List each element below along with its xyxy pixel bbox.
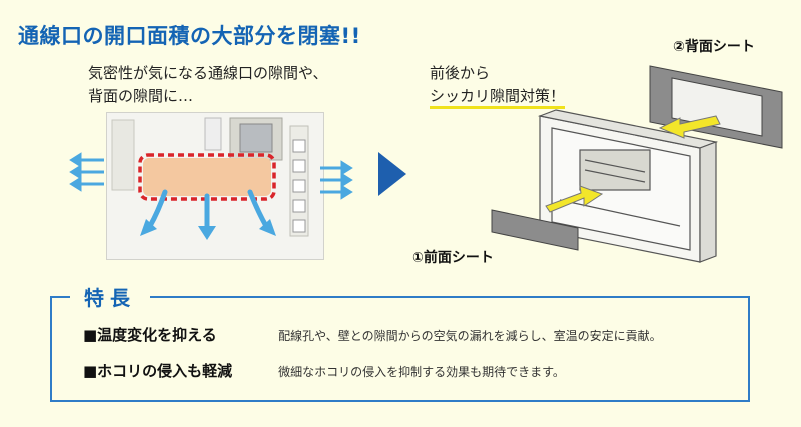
front-sheet-label: ①前面シート [412, 250, 494, 266]
feature-label: ■ホコリの侵入も軽減 [83, 362, 233, 380]
features-box [50, 296, 750, 402]
front-sheet [491, 209, 579, 251]
left-caption-line1: 気密性が気になる通線口の隙間や、 [88, 64, 328, 82]
feature-item: ■温度変化を抑える 配線孔や、壁との隙間からの空気の漏れを減らし、室温の安定に貢… [83, 324, 662, 345]
left-caption: 気密性が気になる通線口の隙間や、 背面の隙間に… [88, 62, 328, 108]
feature-text: 配線孔や、壁との隙間からの空気の漏れを減らし、室温の安定に貢献。 [278, 329, 662, 343]
right-caption-line1: 前後から [430, 64, 491, 82]
feature-text: 微細なホコリの侵入を抑制する効果も期待できます。 [278, 365, 565, 379]
airflow-arrowheads [140, 219, 276, 240]
right-caption: 前後から シッカリ隙間対策！ [430, 62, 566, 109]
back-sheet-label: ②背面シート [673, 39, 755, 55]
cable-opening [143, 158, 271, 196]
airflow-arrow-icon [320, 160, 353, 200]
feature-item: ■ホコリの侵入も軽減 微細なホコリの侵入を抑制する効果も期待できます。 [83, 360, 565, 381]
headline: 通線口の開口面積の大部分を閉塞!! [18, 24, 361, 48]
features-title: 特長 [70, 282, 150, 311]
airflow-arrow-icon [147, 189, 269, 231]
board-illustration [537, 109, 719, 263]
right-caption-line2: シッカリ隙間対策！ [430, 85, 566, 109]
play-arrow-icon [378, 152, 406, 196]
airflow-arrow-icon [69, 152, 104, 192]
feature-label: ■温度変化を抑える [83, 326, 217, 344]
distribution-board-photo [111, 117, 309, 237]
left-caption-line2: 背面の隙間に… [88, 87, 194, 105]
opening-outline [138, 153, 276, 201]
insert-arrow-icon [545, 115, 721, 213]
highlighted-caption: シッカリ隙間対策！ [430, 87, 566, 109]
